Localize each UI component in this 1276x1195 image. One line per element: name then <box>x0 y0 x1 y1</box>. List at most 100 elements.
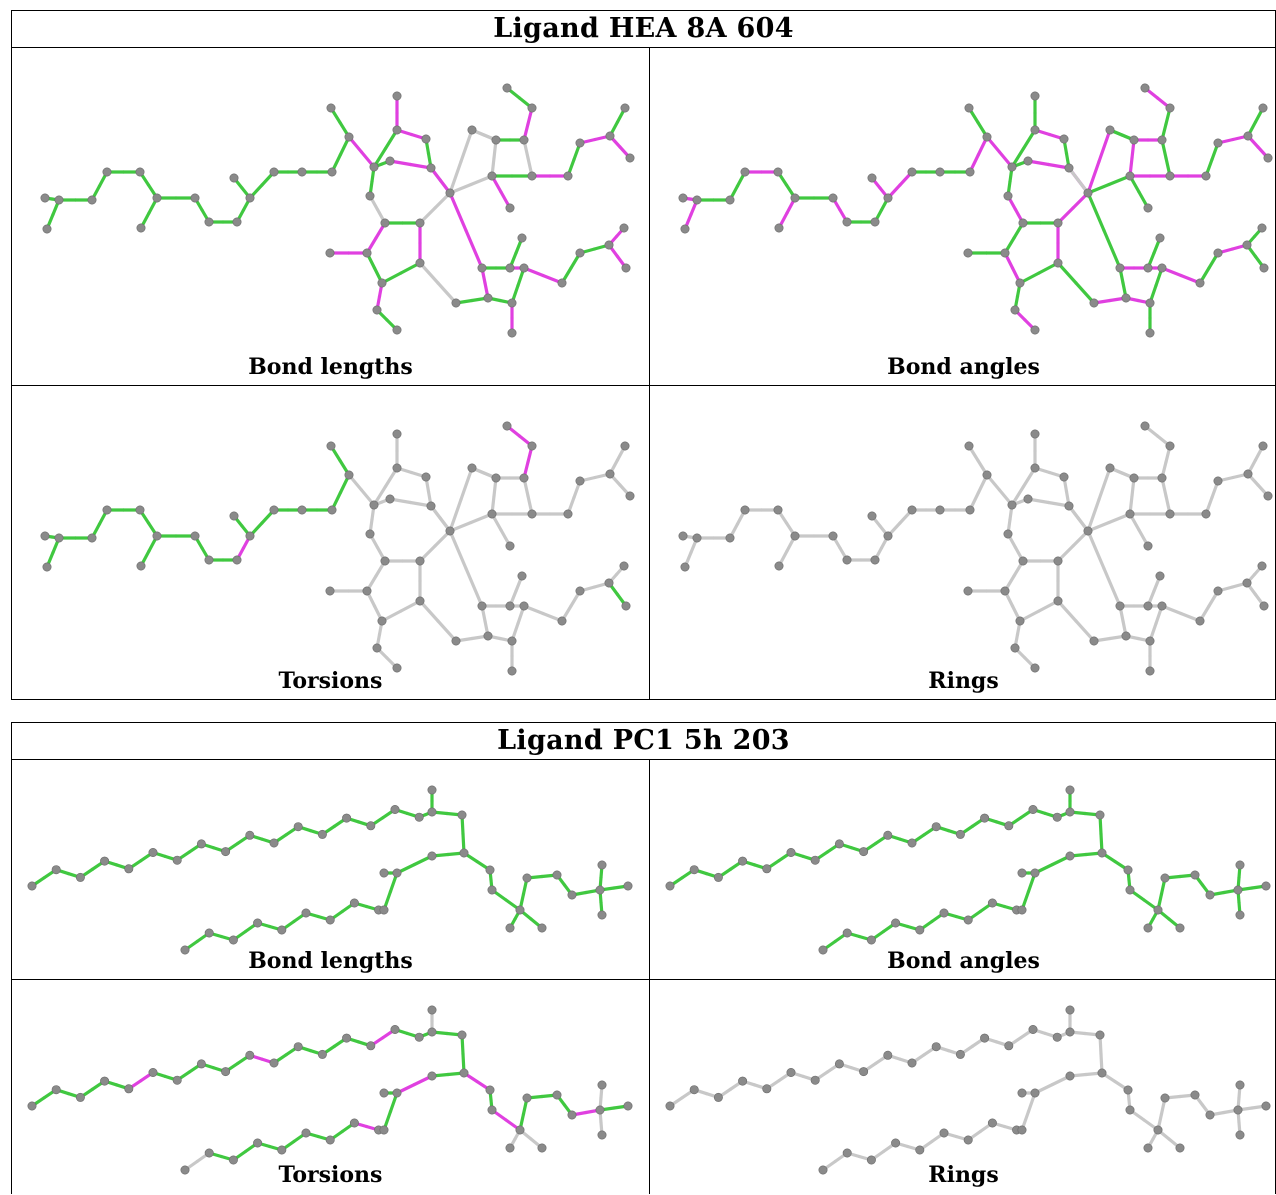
atom <box>1017 905 1027 915</box>
atom <box>392 1088 402 1098</box>
atom <box>301 1128 311 1138</box>
atom <box>713 1092 723 1102</box>
atom <box>1201 171 1211 181</box>
atom <box>366 1041 376 1051</box>
atom <box>502 83 512 93</box>
atom <box>326 441 336 451</box>
atom <box>1153 905 1163 915</box>
atom <box>987 898 997 908</box>
atom <box>342 1033 352 1043</box>
atom <box>1030 325 1040 335</box>
atom <box>1015 278 1025 288</box>
atom <box>427 851 437 861</box>
atom <box>1065 1071 1075 1081</box>
atom <box>522 873 532 883</box>
atom <box>136 223 146 233</box>
atom <box>828 531 838 541</box>
atom <box>392 91 402 101</box>
atom <box>1160 873 1170 883</box>
atom <box>427 1071 437 1081</box>
atom <box>344 132 354 142</box>
atom <box>1233 885 1243 895</box>
atom <box>563 171 573 181</box>
atom <box>51 865 61 875</box>
atom <box>502 421 512 431</box>
atom <box>1205 890 1215 900</box>
atom <box>51 1085 61 1095</box>
atom <box>786 848 796 858</box>
atom <box>1010 305 1020 315</box>
panel-bond-angles: Bond angles <box>650 48 1276 385</box>
molecule-hea <box>678 83 1273 338</box>
bond <box>1086 191 1106 233</box>
atom <box>713 872 723 882</box>
atom <box>1213 476 1223 486</box>
atom <box>870 555 880 565</box>
atom <box>293 1042 303 1052</box>
atom <box>379 905 389 915</box>
atom <box>427 1005 437 1015</box>
atom <box>842 217 852 227</box>
atom <box>505 541 515 551</box>
atom <box>124 864 134 874</box>
atom <box>1143 263 1153 273</box>
atom <box>269 838 279 848</box>
atom <box>1065 1005 1075 1015</box>
atom <box>1030 429 1040 439</box>
atom <box>459 1068 469 1078</box>
atom <box>172 855 182 865</box>
atom <box>344 470 354 480</box>
atom <box>987 1118 997 1128</box>
atom <box>1140 83 1150 93</box>
atom <box>620 441 630 451</box>
atom <box>1030 125 1040 135</box>
atom <box>575 586 585 596</box>
atom <box>1233 1105 1243 1115</box>
atom <box>467 125 477 135</box>
atom <box>1125 1105 1135 1115</box>
panel-rings: Rings <box>650 980 1276 1195</box>
atom <box>342 813 352 823</box>
atom <box>842 1148 852 1158</box>
atom <box>75 1092 85 1102</box>
atom <box>229 173 239 183</box>
atom <box>1017 1088 1027 1098</box>
atom <box>575 138 585 148</box>
atom <box>485 1085 495 1095</box>
atom <box>377 616 387 626</box>
atom <box>866 1155 876 1165</box>
atom <box>1010 643 1020 653</box>
bond <box>1097 128 1112 164</box>
ligand-block-pc1: Ligand PC1 5h 203 Bond lengths Bond angl… <box>11 722 1276 1194</box>
atom <box>505 1143 515 1153</box>
panel-caption: Bond angles <box>887 948 1040 974</box>
atom <box>477 601 487 611</box>
atom <box>883 193 893 203</box>
atom <box>552 1090 562 1100</box>
atom <box>1004 1041 1014 1051</box>
atom <box>567 1110 577 1120</box>
bond <box>1097 466 1112 502</box>
atom <box>1259 263 1269 273</box>
atom <box>773 505 783 515</box>
atom <box>1030 463 1040 473</box>
atom <box>392 663 402 673</box>
atom <box>487 509 497 519</box>
atom <box>891 1138 901 1148</box>
atom <box>245 531 255 541</box>
atom <box>625 491 635 501</box>
bond <box>1086 159 1101 195</box>
molecule-pc1 <box>665 1005 1271 1175</box>
atom <box>1157 263 1167 273</box>
atom <box>1007 500 1017 510</box>
atom <box>1000 248 1010 258</box>
atom <box>369 500 379 510</box>
atom <box>385 156 395 166</box>
atom <box>1105 463 1115 473</box>
atom <box>891 918 901 928</box>
atom <box>445 188 455 198</box>
bond <box>459 128 474 164</box>
atom <box>604 240 614 250</box>
atom <box>1157 135 1167 145</box>
atom <box>414 1032 424 1042</box>
